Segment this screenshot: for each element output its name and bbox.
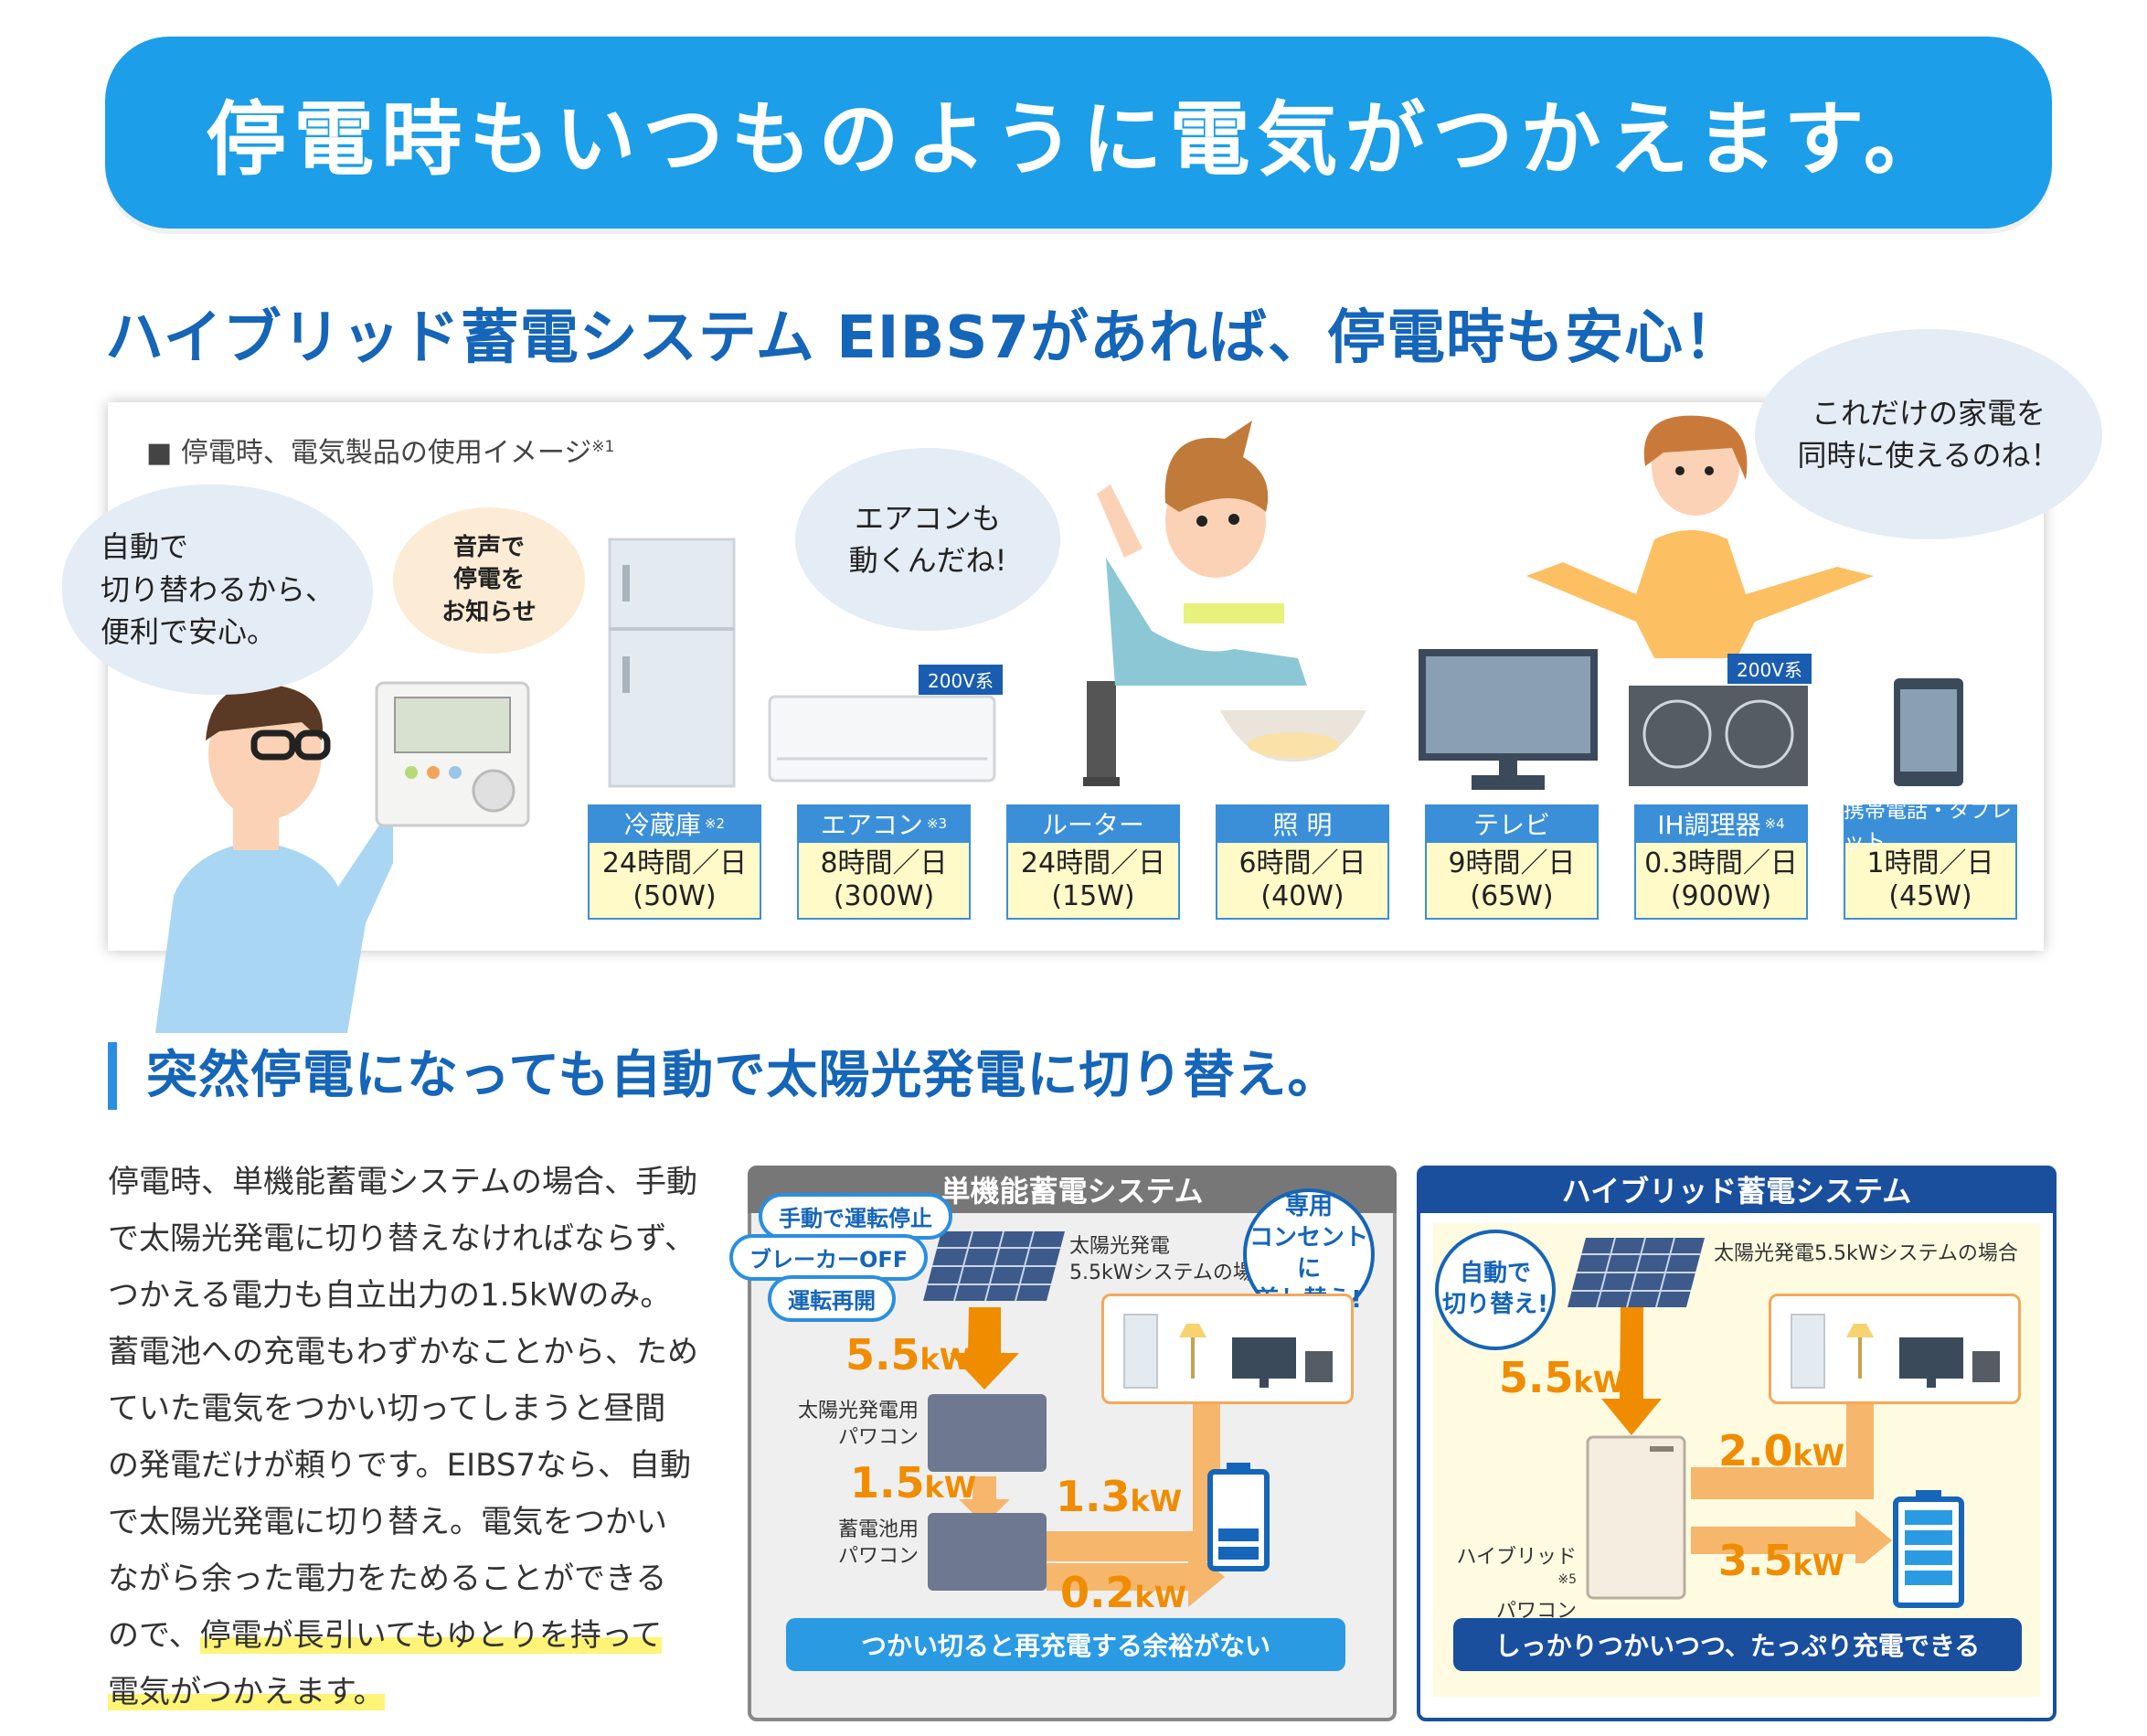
tag-200v-ac: 200V系 bbox=[919, 665, 1003, 695]
hybrid-pcs-unit bbox=[1586, 1435, 1686, 1600]
single-home-appliances bbox=[1101, 1294, 1354, 1404]
man-glasses-illustration bbox=[155, 684, 393, 1033]
single-kw-home: 1.3kW bbox=[1056, 1472, 1183, 1521]
auto-switch-badge: 自動で 切り替え! bbox=[1435, 1230, 1556, 1350]
single-battery-icon bbox=[1207, 1463, 1270, 1571]
bubble-ac-works: エアコンも 動くんだね! bbox=[795, 448, 1060, 631]
router-icon bbox=[1083, 681, 1120, 786]
hybrid-kw-home: 2.0kW bbox=[1718, 1426, 1845, 1475]
hybrid-solar-label: 太陽光発電5.5kWシステムの場合 bbox=[1714, 1242, 2018, 1265]
appliance-router: ルーター 24時間／日(15W) bbox=[1006, 804, 1180, 920]
hybrid-solar-panel-icon bbox=[1568, 1237, 1705, 1308]
bubble-voice-notice: 音声で 停電を お知らせ bbox=[393, 507, 585, 654]
single-kw-mid: 1.5kW bbox=[850, 1458, 977, 1507]
hybrid-system-title: ハイブリッド蓄電システム bbox=[1417, 1166, 2057, 1213]
top-banner: 停電時もいつものように電気がつかえます。 bbox=[105, 37, 2052, 229]
single-solar-label: 太陽光発電 5.5kWシステムの場合 bbox=[1069, 1235, 1273, 1284]
tv-icon bbox=[1419, 649, 1598, 790]
headline: ハイブリッド蓄電システム EIBS7があれば、停電時も安心！ bbox=[105, 304, 1744, 372]
body-text: 停電時、単機能蓄電システムの場合、手動 で太陽光発電に切り替えなければならず、 … bbox=[108, 1164, 698, 1710]
single-footer: つかい切ると再充電する余裕がない bbox=[786, 1618, 1345, 1671]
battery-pcs-box bbox=[928, 1513, 1047, 1591]
fridge-icon bbox=[608, 538, 736, 788]
appliance-mobile-tablet: 携帯電話・タブレット 1時間／日(45W) bbox=[1844, 799, 2017, 920]
tag-200v-ih: 200V系 bbox=[1727, 654, 1812, 684]
appliance-air-conditioner: エアコン※3 8時間／日(300W) bbox=[797, 804, 971, 920]
banner-title: 停電時もいつものように電気がつかえます。 bbox=[206, 91, 1951, 186]
single-kw-solar: 5.5kW bbox=[845, 1330, 973, 1379]
single-pcs2-label: 蓄電池用 パワコン bbox=[837, 1518, 919, 1568]
boy-illustration bbox=[1097, 421, 1307, 686]
step-restart: 運転再開 bbox=[768, 1275, 896, 1322]
appliance-ih-cooker: IH調理器※4 0.3時間／日(900W) bbox=[1634, 804, 1808, 920]
single-pcs1-label: 太陽光発電用 パワコン bbox=[797, 1400, 919, 1449]
appliance-lighting: 照 明 6時間／日(40W) bbox=[1216, 804, 1389, 920]
hybrid-home-appliances-icon bbox=[1791, 1314, 2000, 1389]
section-title: 突然停電になっても自動で太陽光発電に切り替え。 bbox=[108, 1042, 1339, 1110]
hybrid-pcs-label: ハイブリッド※5 パワコン bbox=[1456, 1546, 1577, 1623]
panel-caption: ■ 停電時、電気製品の使用イメージ※1 bbox=[146, 437, 615, 469]
hybrid-battery-icon bbox=[1893, 1490, 1964, 1608]
single-kw-battery: 0.2kW bbox=[1060, 1568, 1187, 1617]
air-conditioner-icon bbox=[768, 695, 996, 783]
appliance-tv: テレビ 9時間／日(65W) bbox=[1425, 804, 1599, 920]
woman-illustration bbox=[1526, 415, 1874, 658]
ih-cooker-icon bbox=[1629, 686, 1808, 786]
bubble-many-appliances: これだけの家電を 同時に使えるのね！ bbox=[1755, 329, 2102, 539]
hybrid-footer: しっかりつかいつつ、たっぷり充電できる bbox=[1453, 1618, 2022, 1671]
home-appliances-icon bbox=[1123, 1314, 1333, 1389]
ceiling-light-icon bbox=[1220, 710, 1366, 762]
step-breaker-off: ブレーカーOFF bbox=[729, 1234, 929, 1281]
hybrid-kw-solar: 5.5kW bbox=[1499, 1353, 1626, 1402]
bubble-auto-switch: 自動で 切り替わるから、 便利で安心。 bbox=[62, 485, 373, 695]
solar-panel-icon bbox=[923, 1230, 1065, 1302]
solar-pcs-box bbox=[928, 1394, 1047, 1472]
hybrid-home-appliances bbox=[1769, 1294, 2021, 1404]
appliance-fridge: 冷蔵庫※2 24時間／日(50W) bbox=[588, 804, 761, 920]
hybrid-kw-battery: 3.5kW bbox=[1718, 1536, 1845, 1585]
tablet-icon bbox=[1894, 678, 1963, 786]
remote-controller-illustration bbox=[375, 681, 530, 827]
